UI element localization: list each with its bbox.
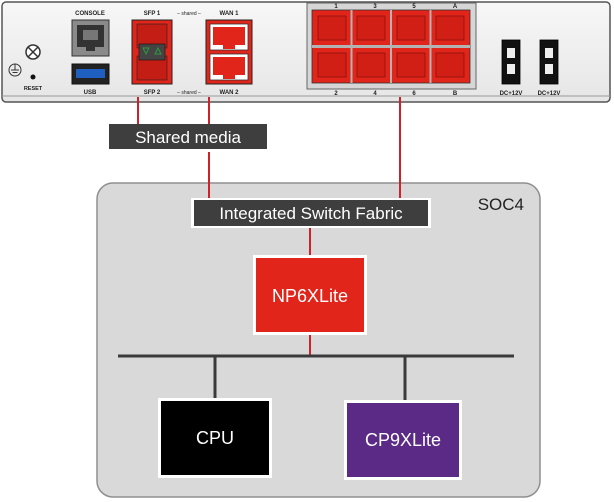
switch-port-6[interactable] [396, 52, 426, 78]
console-port[interactable] [71, 19, 110, 57]
switch-fabric-box: Integrated Switch Fabric [191, 198, 431, 228]
reset-button[interactable] [30, 74, 36, 80]
console-label: CONSOLE [75, 11, 105, 17]
port-top-label: A [453, 4, 458, 10]
reset-label: RESET [24, 86, 43, 92]
shared-media-box: Shared media [106, 124, 270, 152]
cpu-label: CPU [196, 428, 234, 448]
cp-label: CP9XLite [365, 430, 441, 450]
device-front-panel: RESET CONSOLE USB SFP 1 – shared – SFP 2… [1, 1, 611, 103]
switch-port-2[interactable] [317, 52, 347, 78]
soc-label: SOC4 [478, 195, 524, 214]
wan2-label: WAN 2 [219, 90, 239, 96]
np-label: NP6XLite [272, 286, 348, 306]
wan1-label: WAN 1 [219, 11, 239, 17]
np-processor-box: NP6XLite [253, 255, 367, 335]
sfp-port-cage[interactable] [131, 19, 173, 85]
wan1-port[interactable] [209, 23, 249, 51]
sfp1-label: SFP 1 [144, 11, 161, 17]
switch-port-5[interactable] [396, 15, 426, 41]
port-bottom-label: 2 [334, 91, 338, 97]
switch-port-3[interactable] [356, 15, 386, 41]
switch-port-4[interactable] [356, 52, 386, 78]
port-bottom-label: 6 [412, 91, 416, 97]
screw-icon [25, 44, 41, 60]
dc-power-connector-1[interactable] [501, 39, 521, 85]
port-top-label: 1 [334, 4, 338, 10]
cpu-box: CPU [158, 398, 272, 478]
port-bottom-label: B [453, 91, 458, 97]
switch-port-1[interactable] [317, 15, 347, 41]
sfp2-label: SFP 2 [144, 90, 161, 96]
usb-label: USB [84, 90, 97, 96]
port-top-label: 5 [412, 4, 416, 10]
dc2-label: DC+12V [538, 91, 561, 97]
switch-fabric-label: Integrated Switch Fabric [219, 204, 403, 223]
wan2-port[interactable] [209, 53, 249, 81]
switch-port-a[interactable] [435, 15, 465, 41]
connection-lines [118, 97, 514, 402]
dc-power-connector-2[interactable] [539, 39, 559, 85]
shared-media-label: Shared media [135, 128, 241, 147]
shared-top-label: – shared – [177, 11, 201, 17]
shared-bottom-label: – shared – [177, 90, 201, 96]
usb-port[interactable] [71, 63, 110, 85]
switch-port-b[interactable] [435, 52, 465, 78]
port-top-label: 3 [373, 4, 377, 10]
dc1-label: DC+12V [500, 91, 523, 97]
cp-processor-box: CP9XLite [344, 400, 462, 480]
port-bottom-label: 4 [373, 91, 377, 97]
ground-icon [8, 63, 22, 77]
